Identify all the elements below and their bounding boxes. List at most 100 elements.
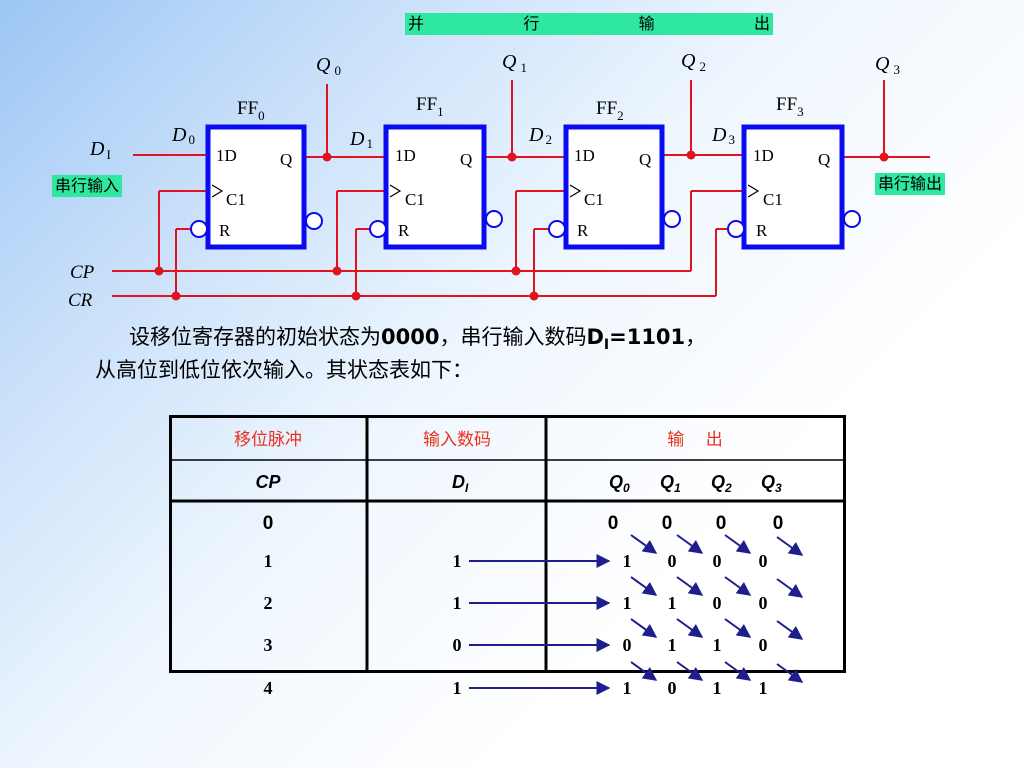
- input-code-value: =1101: [609, 325, 686, 349]
- subheader-q2: Q2: [711, 472, 732, 495]
- ff-name: FF0: [237, 98, 265, 123]
- description-line-2: 从高位到低位依次输入。其状态表如下：: [95, 358, 473, 382]
- r-pin-label: R: [398, 221, 410, 240]
- subheader-cp: CP: [255, 472, 281, 492]
- ff-name: FF2: [596, 98, 624, 123]
- shift-arrow: [724, 618, 752, 638]
- desc-text: ，串行输入数码: [439, 325, 587, 349]
- shift-arrow: [776, 663, 804, 683]
- shift-arrows: [630, 534, 804, 683]
- clock-triangle-icon: [747, 184, 760, 198]
- serial-output-tag: 串行输出: [875, 173, 946, 195]
- header-output: 输 出: [667, 430, 723, 450]
- desc-text: 设移位寄存器的初始状态为: [129, 325, 381, 349]
- cp-cell: 1: [264, 551, 273, 571]
- q0-cell: 0: [623, 635, 632, 655]
- reset-bubble-icon: [727, 220, 745, 238]
- table-row: 2 1 1 1 0 0: [264, 593, 768, 613]
- ff-name: FF3: [776, 94, 804, 119]
- q2-cell: 0: [716, 513, 727, 534]
- di-symbol: D: [586, 325, 604, 349]
- cp-cell: 0: [263, 513, 274, 534]
- input-arrows: [469, 554, 611, 695]
- cp-bus-label: CP: [70, 262, 95, 283]
- q3-cell: 0: [759, 635, 768, 655]
- d-pin-label: 1D: [753, 146, 774, 165]
- shift-arrow: [724, 534, 752, 554]
- shift-arrow: [724, 576, 752, 596]
- flip-flop-box: [205, 124, 307, 250]
- cp-cell: 4: [264, 678, 273, 698]
- q-pin-label: Q: [818, 150, 830, 169]
- clock-triangle-icon: [569, 184, 582, 198]
- cp-cell: 2: [264, 593, 273, 613]
- header-input-code: 输入数码: [423, 430, 491, 450]
- junction-dot-q2: [686, 150, 696, 160]
- description-line-1: 设移位寄存器的初始状态为0000，串行输入数码DI=1101，: [95, 322, 975, 360]
- r-pin-label: R: [756, 221, 768, 240]
- shift-arrow: [676, 534, 704, 554]
- di-cell: 1: [453, 593, 462, 613]
- di-cell: 1: [453, 551, 462, 571]
- di-cell: 0: [453, 635, 462, 655]
- shift-arrow: [630, 576, 658, 596]
- serial-input-tag: 串行输入: [52, 175, 123, 197]
- shift-arrow: [776, 578, 804, 598]
- q-pin-label: Q: [639, 150, 651, 169]
- q2-cell: 1: [713, 678, 722, 698]
- r-pin-label: R: [219, 221, 231, 240]
- table-grid: [169, 415, 846, 673]
- c-pin-label: C1: [405, 190, 425, 209]
- shift-arrow: [630, 661, 658, 681]
- q2-cell: 0: [713, 593, 722, 613]
- shift-arrow: [776, 620, 804, 640]
- q3-cell: 0: [759, 551, 768, 571]
- parallel-output-char: 出: [753, 14, 770, 33]
- table-row: 0 0 0 0 0: [263, 513, 784, 534]
- qbar-bubble-icon: [485, 210, 503, 228]
- q1-cell: 1: [668, 635, 677, 655]
- q1-cell: 0: [662, 513, 673, 534]
- junction-dot-cp1: [332, 266, 342, 276]
- shift-arrow: [776, 536, 804, 556]
- header-shift-pulse: 移位脉冲: [234, 430, 302, 450]
- junction-dot-cr2: [529, 291, 539, 301]
- cp-cell: 3: [264, 635, 273, 655]
- q1-cell: 0: [668, 551, 677, 571]
- junction-dot-cr1: [351, 291, 361, 301]
- shift-arrow: [676, 661, 704, 681]
- reset-bubble-icon: [548, 220, 566, 238]
- subheader-di: DI: [452, 472, 469, 495]
- q-pin-label: Q: [280, 150, 292, 169]
- reset-bubble-icon: [369, 220, 387, 238]
- junction-dot-q3: [879, 152, 889, 162]
- flip-flop-box: [383, 124, 487, 250]
- shift-arrow: [630, 618, 658, 638]
- junction-dot-cp2: [511, 266, 521, 276]
- subheader-q3: Q3: [761, 472, 782, 495]
- table-row: 3 0 0 1 1 0: [264, 635, 768, 655]
- q0-cell: 1: [623, 678, 632, 698]
- shift-arrow: [724, 661, 752, 681]
- shift-arrow: [676, 618, 704, 638]
- clock-triangle-icon: [389, 184, 402, 198]
- flip-flop-box: [741, 124, 845, 250]
- shift-arrow: [630, 534, 658, 554]
- q0-cell: 1: [623, 593, 632, 613]
- wiring: [112, 80, 930, 297]
- q0-cell: 0: [608, 513, 619, 534]
- ff-name: FF1: [416, 94, 444, 119]
- r-pin-label: R: [577, 221, 589, 240]
- qbar-bubble-icon: [305, 212, 323, 230]
- di-subscript: I: [603, 337, 610, 353]
- subheader-q0: Q0: [609, 472, 630, 495]
